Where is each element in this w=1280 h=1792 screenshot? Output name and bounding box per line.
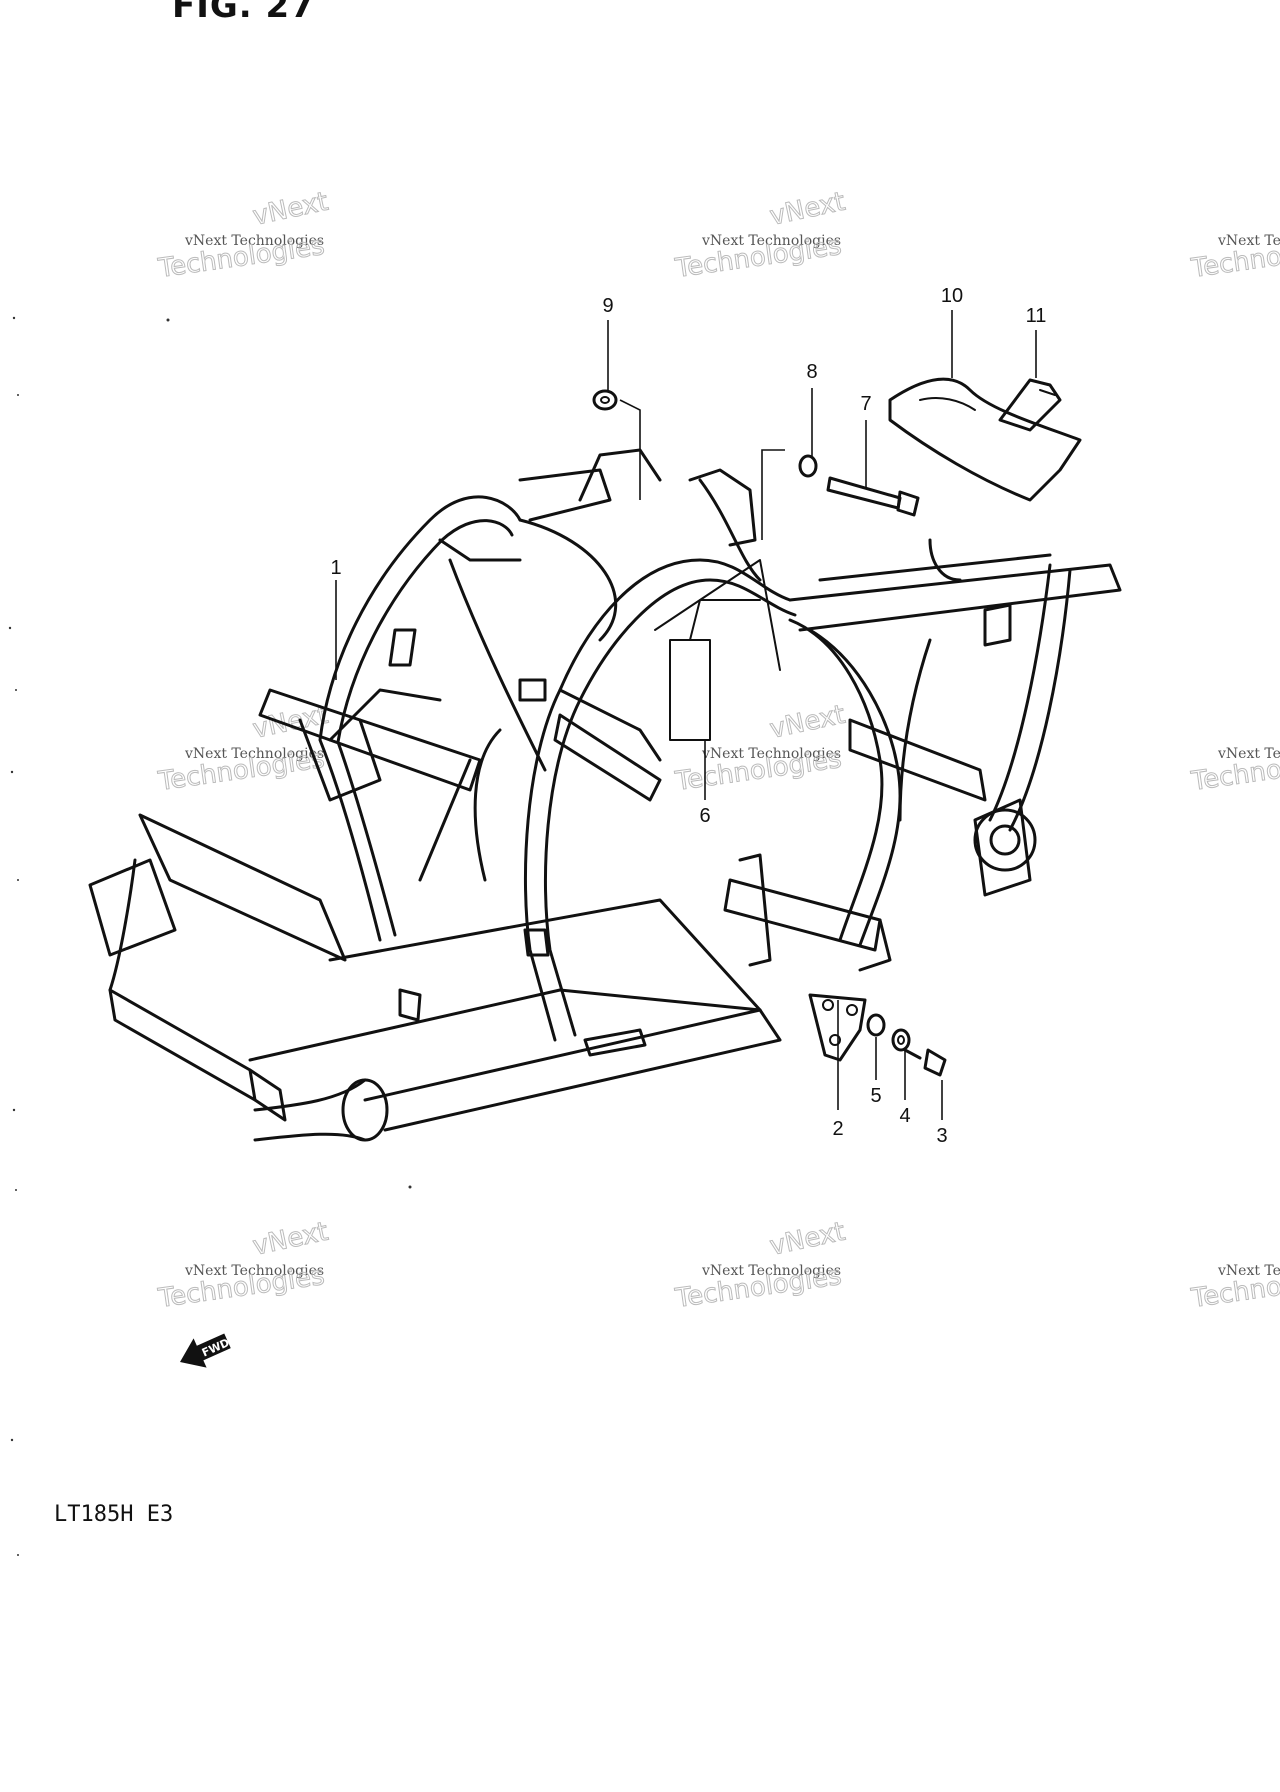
watermark-text: vNext Technologies [184, 1263, 324, 1279]
part-2-plate [808, 993, 867, 1062]
watermark: vNext Technologies vNext Technologies [155, 1216, 331, 1314]
watermark: vNext Technologies vNext Technologies [672, 1216, 848, 1314]
watermark: vNext Technologies vNext Technologies [1188, 743, 1280, 797]
watermark-text: vNext Technologies [701, 233, 841, 249]
callouts: 1 2 3 4 5 6 7 8 9 10 11 [330, 285, 1046, 1147]
scan-noise [8, 316, 412, 1556]
watermark-text: vNext Technologies [1217, 746, 1280, 762]
callout-7: 7 [860, 393, 871, 415]
watermark-text: vNext Technologies [701, 1263, 841, 1279]
part-4-nut [891, 1028, 911, 1052]
watermark: vNext Technologies vNext Technologies [1188, 230, 1280, 284]
watermark-text: vNext Technologies [184, 746, 324, 762]
callout-10: 10 [941, 285, 963, 307]
part-9-nut [592, 389, 618, 411]
callout-9: 9 [602, 295, 613, 317]
model-label: LT185H E3 [54, 1502, 174, 1527]
watermark-text: vNext Technologies [1217, 233, 1280, 249]
exploded-parts [592, 377, 1082, 1077]
watermark-text: vNext [250, 1217, 331, 1262]
callout-2: 2 [832, 1118, 843, 1140]
watermark: vNext Technologies vNext Technologies [672, 186, 848, 284]
callout-11: 11 [1026, 305, 1047, 327]
watermark: vNext Technologies vNext Technologies [672, 699, 848, 797]
watermark: vNext Technologies vNext Technologies [155, 186, 331, 284]
watermark-text: vNext [767, 1217, 848, 1262]
callout-6: 6 [699, 805, 710, 827]
part-10-cover [888, 377, 1082, 502]
callout-1: 1 [330, 557, 341, 579]
part-3-bolt [903, 1048, 947, 1077]
part-11-clip [998, 378, 1062, 432]
callout-5: 5 [870, 1085, 881, 1107]
watermark-text: vNext Technologies [701, 746, 841, 762]
callout-8: 8 [806, 361, 817, 383]
watermark: vNext Technologies vNext Technologies [1188, 1260, 1280, 1314]
leader-lines [335, 310, 1037, 1120]
watermark-text: vNext [250, 187, 331, 232]
callout-3: 3 [936, 1125, 947, 1147]
callout-4: 4 [899, 1105, 910, 1127]
fwd-arrow-icon: FWD [180, 1333, 231, 1368]
figure-title: FIG. 27 [172, 0, 315, 26]
watermark: vNext Technologies vNext Technologies [155, 699, 331, 797]
watermark-text: vNext [767, 187, 848, 232]
watermark-text: vNext [767, 700, 848, 745]
part-8-washer [798, 454, 818, 478]
frame-main [88, 448, 1122, 1142]
watermark-text: vNext Technologies [1217, 1263, 1280, 1279]
part-5-washer [866, 1013, 886, 1037]
watermark-text: vNext Technologies [184, 233, 324, 249]
part-7-bolt [826, 476, 920, 517]
